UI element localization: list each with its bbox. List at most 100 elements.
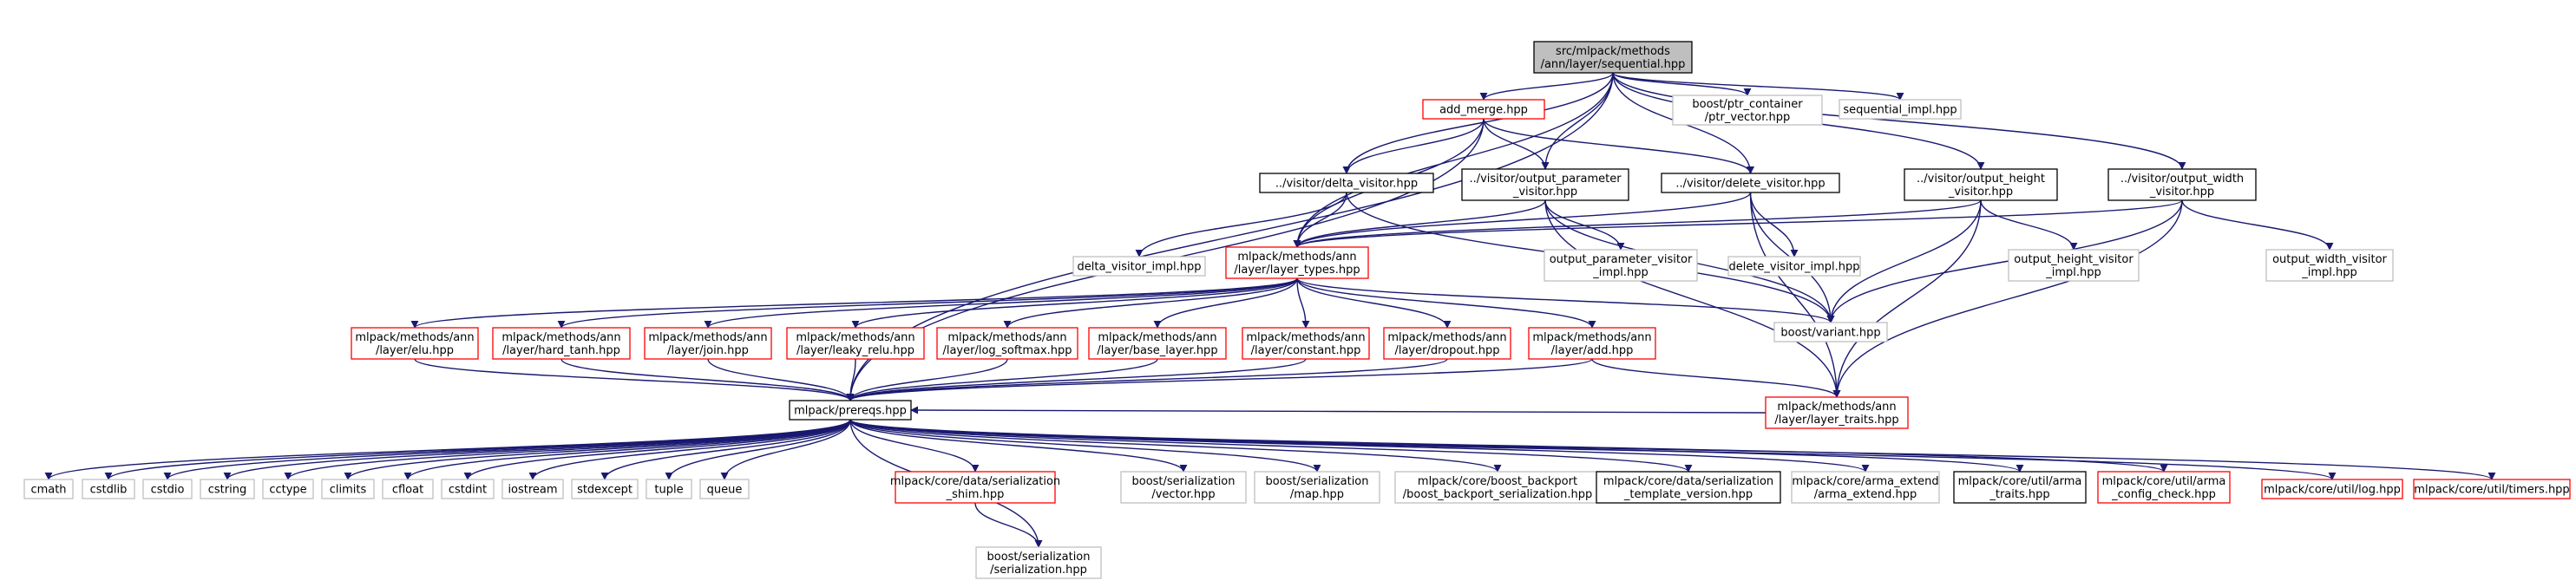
node-cfloat: cfloat <box>382 479 434 499</box>
node-box <box>1254 471 1380 504</box>
node-hard-tanh[interactable]: mlpack/methods/ann/layer/hard_tanh.hpp <box>492 327 631 360</box>
node-label: mlpack/methods/ann <box>648 331 767 344</box>
node-label: _visitor.hpp <box>1948 186 2013 199</box>
node-output-parameter-visitor[interactable]: ../visitor/output_parameter_visitor.hpp <box>1461 168 1629 201</box>
node-box <box>501 479 564 499</box>
node-label: _visitor.hpp <box>1512 186 1577 199</box>
node-output-parameter-visitor-impl: output_parameter_visitor_impl.hpp <box>1544 249 1698 282</box>
edge-prereqs-to-cstdint <box>463 419 851 480</box>
node-cmath: cmath <box>23 479 74 499</box>
node-box <box>1773 322 1888 342</box>
node-box <box>895 471 1056 504</box>
node-label: delta_visitor_impl.hpp <box>1077 261 1201 274</box>
node-label: mlpack/core/util/log.hpp <box>2264 484 2401 497</box>
node-output-width-visitor[interactable]: ../visitor/output_width_visitor.hpp <box>2107 168 2257 201</box>
node-label: boost/serialization <box>986 551 1090 564</box>
node-layer-types[interactable]: mlpack/methods/ann/layer/layer_types.hpp <box>1225 246 1369 279</box>
node-label: boost/serialization <box>1265 475 1368 488</box>
edge-root-to-ptr_vector <box>1612 72 1752 96</box>
node-box <box>2413 479 2571 499</box>
node-output-height-visitor[interactable]: ../visitor/output_height_visitor.hpp <box>1904 168 2058 201</box>
node-add-merge[interactable]: add_merge.hpp <box>1422 99 1545 120</box>
node-ptr-vector: boost/ptr_container/ptr_vector.hpp <box>1672 95 1823 126</box>
node-serialization-shim[interactable]: mlpack/core/data/serialization_shim.hpp <box>890 471 1060 504</box>
node-label: /vector.hpp <box>1151 488 1215 501</box>
edge-delete_visitor-to-delete_visitor_impl <box>1749 192 1799 258</box>
node-arma-traits[interactable]: mlpack/core/util/arma_traits.hpp <box>1953 471 2087 504</box>
node-box <box>644 327 772 360</box>
node-box <box>1904 168 2058 201</box>
edge-prereqs-to-boost_backport <box>849 419 1502 473</box>
edge-prereqs-to-iostream <box>528 419 851 480</box>
node-box <box>321 479 375 499</box>
node-box <box>646 479 692 499</box>
node-label: mlpack/methods/ann <box>1237 251 1356 264</box>
edge-output_height_visitor-to-layer_types <box>1293 199 1982 248</box>
node-sequential-impl: sequential_impl.hpp <box>1839 99 1962 120</box>
node-arma-config-check[interactable]: mlpack/core/util/arma_config_check.hpp <box>2097 471 2231 504</box>
node-label: _impl.hpp <box>2045 266 2101 279</box>
node-box <box>1225 246 1369 279</box>
node-label: /boost_backport_serialization.hpp <box>1403 488 1592 501</box>
node-label: ../visitor/delta_visitor.hpp <box>1275 178 1418 191</box>
edge-output_parameter_visitor-to-output_parameter_visitor_impl <box>1544 199 1625 251</box>
node-label: mlpack/methods/ann <box>1532 331 1651 344</box>
node-ser-map: boost/serialization/map.hpp <box>1254 471 1380 504</box>
edge-layer_types-to-hard_tanh <box>557 277 1298 329</box>
node-cstdio: cstdio <box>142 479 193 499</box>
node-layer-traits[interactable]: mlpack/methods/ann/layer/layer_traits.hp… <box>1765 396 1909 429</box>
node-constant[interactable]: mlpack/methods/ann/layer/constant.hpp <box>1242 327 1370 360</box>
edge-prereqs-to-queue <box>720 419 851 480</box>
edge-layer_types-to-add <box>1296 277 1596 329</box>
edge-output_height_visitor-to-output_height_visitor_impl <box>1980 199 2078 251</box>
edge-prereqs-to-arma_extend <box>849 419 1870 473</box>
node-delta-visitor[interactable]: ../visitor/delta_visitor.hpp <box>1259 173 1434 193</box>
node-box <box>1661 173 1840 193</box>
node-box <box>1422 99 1545 120</box>
node-delete-visitor[interactable]: ../visitor/delete_visitor.hpp <box>1661 173 1840 193</box>
node-label: output_parameter_visitor <box>1550 253 1693 266</box>
node-label: sequential_impl.hpp <box>1843 104 1957 117</box>
node-box <box>1544 249 1698 282</box>
edge-add_merge-to-delta_visitor <box>1342 118 1485 174</box>
node-label: /layer/add.hpp <box>1551 344 1634 357</box>
node-leaky-relu[interactable]: mlpack/methods/ann/layer/leaky_relu.hpp <box>786 327 925 360</box>
node-box <box>1953 471 2087 504</box>
node-label: /layer/join.hpp <box>667 344 749 357</box>
node-label: _template_version.hpp <box>1623 488 1753 501</box>
node-iostream: iostream <box>501 479 564 499</box>
edge-layer_types-to-constant <box>1296 277 1310 329</box>
node-label: /arma_extend.hpp <box>1814 488 1917 501</box>
node-label: /serialization.hpp <box>990 564 1087 577</box>
node-base-layer[interactable]: mlpack/methods/ann/layer/base_layer.hpp <box>1088 327 1227 360</box>
node-log-softmax[interactable]: mlpack/methods/ann/layer/log_softmax.hpp <box>936 327 1078 360</box>
node-prereqs[interactable]: mlpack/prereqs.hpp <box>789 400 912 421</box>
node-box <box>262 479 314 499</box>
edge-layer_types-to-base_layer <box>1153 277 1298 329</box>
node-box <box>1242 327 1370 360</box>
edge-prereqs-to-cctype <box>284 419 851 480</box>
node-dropout[interactable]: mlpack/methods/ann/layer/dropout.hpp <box>1383 327 1511 360</box>
node-join[interactable]: mlpack/methods/ann/layer/join.hpp <box>644 327 772 360</box>
node-box <box>1839 99 1962 120</box>
node-box <box>2261 479 2403 499</box>
node-box <box>1259 173 1434 193</box>
node-arma-extend: mlpack/core/arma_extend/arma_extend.hpp <box>1791 471 1940 504</box>
node-elu[interactable]: mlpack/methods/ann/layer/elu.hpp <box>351 327 479 360</box>
edge-prereqs-to-cstdio <box>163 419 851 480</box>
edge-dropout-to-prereqs <box>846 358 1448 401</box>
node-box <box>1120 471 1247 504</box>
node-label: /layer/log_softmax.hpp <box>942 344 1072 357</box>
node-box <box>200 479 255 499</box>
node-box <box>1596 471 1781 504</box>
edge-layer_traits-to-prereqs <box>910 406 1766 414</box>
node-timers[interactable]: mlpack/core/util/timers.hpp <box>2413 479 2571 499</box>
node-box <box>1791 471 1940 504</box>
node-label: stdexcept <box>577 484 633 497</box>
node-label: _visitor.hpp <box>2149 186 2214 199</box>
edge-root-to-sequential_impl <box>1612 72 1904 101</box>
node-add[interactable]: mlpack/methods/ann/layer/add.hpp <box>1528 327 1656 360</box>
edge-root-to-add_merge <box>1479 72 1614 101</box>
node-template-version[interactable]: mlpack/core/data/serialization_template_… <box>1596 471 1781 504</box>
node-log[interactable]: mlpack/core/util/log.hpp <box>2261 479 2403 499</box>
